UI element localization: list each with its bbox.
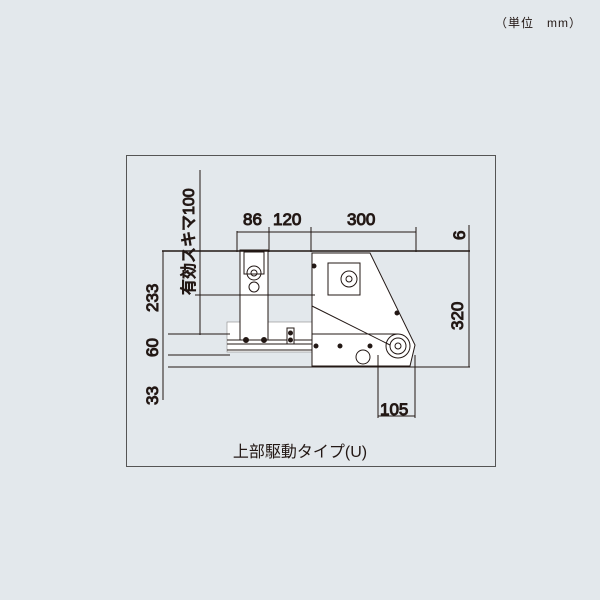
drawing-frame [126, 155, 496, 467]
dim-33: 33 [143, 386, 162, 405]
dim-120: 120 [273, 210, 301, 229]
drawing-caption: 上部駆動タイプ(U) [232, 444, 368, 461]
dim-233: 233 [143, 284, 162, 312]
dimension-lines [162, 170, 470, 418]
dim-300: 300 [347, 210, 375, 229]
dim-6: 6 [450, 231, 469, 240]
conveyor-body [226, 249, 416, 367]
unit-label: （単位 mm） [495, 16, 582, 30]
dim-105: 105 [380, 400, 408, 419]
effective-gap-label: 有効スキマ100 [180, 188, 198, 295]
dim-86: 86 [243, 210, 262, 229]
dim-60: 60 [143, 338, 162, 357]
dim-320: 320 [448, 302, 467, 330]
